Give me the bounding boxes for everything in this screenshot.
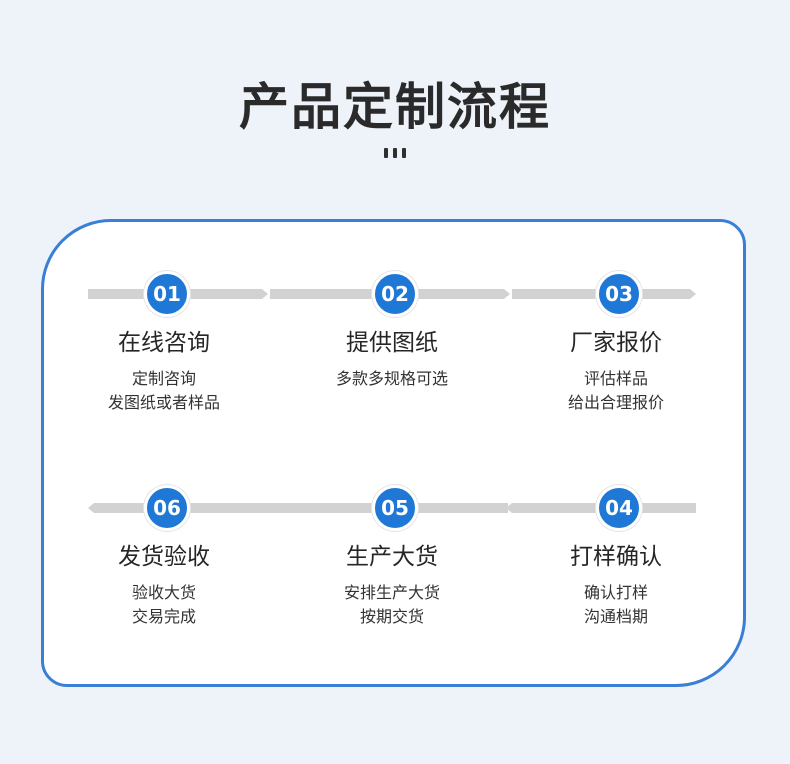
step-title: 在线咨询 (118, 330, 210, 356)
step-desc: 确认打样 (583, 583, 648, 602)
step-title: 打样确认 (570, 544, 662, 570)
step-desc: 验收大货 (131, 583, 196, 602)
page-title: 产品定制流程 (239, 78, 551, 136)
step-number-badge: 04 (596, 485, 642, 531)
step-desc: 交易完成 (131, 607, 196, 626)
step-desc: 沟通档期 (583, 607, 648, 626)
step-number-badge: 06 (144, 485, 190, 531)
step-number-badge: 02 (372, 271, 418, 317)
step-desc: 发图纸或者样品 (107, 393, 220, 412)
step-title: 生产大货 (346, 544, 438, 570)
step-title: 厂家报价 (570, 330, 662, 356)
step-desc: 按期交货 (359, 607, 424, 626)
step-number-badge: 03 (596, 271, 642, 317)
step-desc: 给出合理报价 (567, 393, 664, 412)
step-number-badge: 05 (372, 485, 418, 531)
step-desc: 多款多规格可选 (335, 369, 448, 388)
step-desc: 定制咨询 (131, 369, 196, 388)
title-decoration (384, 148, 406, 158)
step-title: 发货验收 (118, 544, 210, 570)
step-desc: 评估样品 (583, 369, 648, 388)
step-title: 提供图纸 (346, 330, 438, 356)
step-desc: 安排生产大货 (343, 583, 440, 602)
step-number-badge: 01 (144, 271, 190, 317)
